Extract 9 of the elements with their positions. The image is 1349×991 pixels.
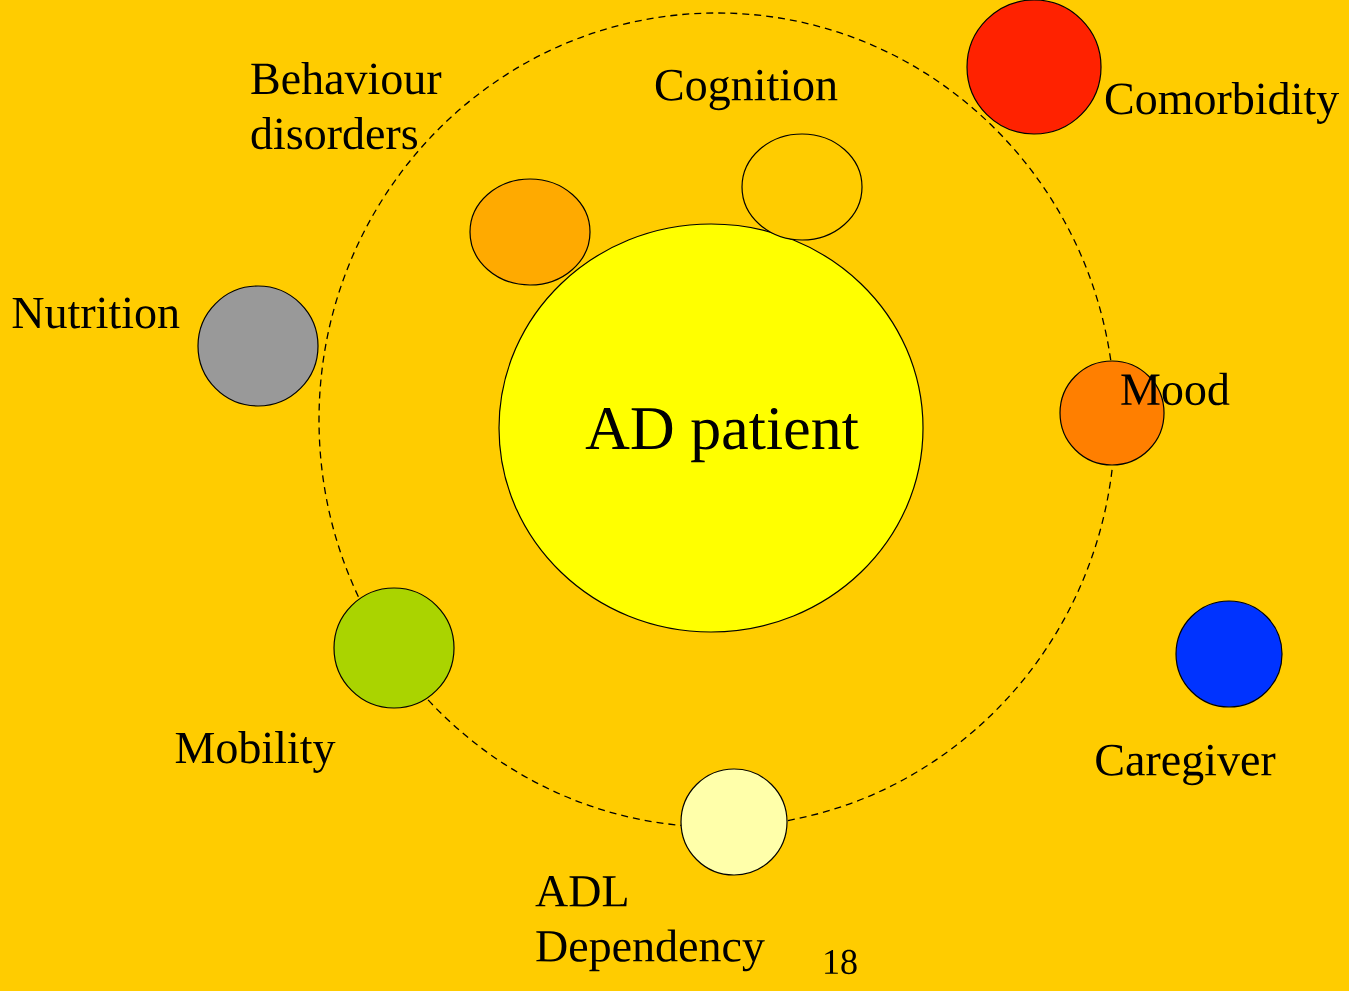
node-label: Nutrition [12, 297, 180, 329]
node-label: Comorbidity [1105, 82, 1339, 124]
node-label: Caregiver [1096, 744, 1276, 786]
node-label: AD patient [585, 407, 859, 463]
node-label: Cognition [655, 69, 838, 111]
node-label: Mobility [175, 731, 336, 773]
node-label: ADL Dependency [535, 876, 765, 972]
node-label: Behaviour disorders [251, 62, 442, 150]
slide-number: 18 [825, 949, 857, 975]
